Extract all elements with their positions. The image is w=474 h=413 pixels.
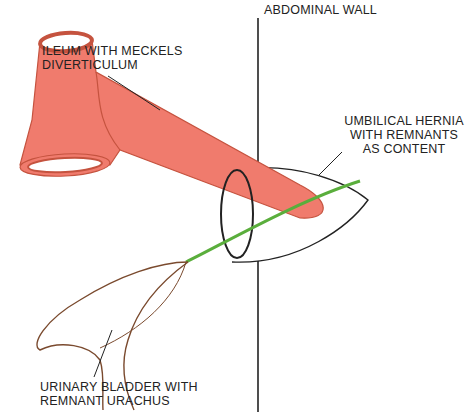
ileum-opening xyxy=(19,152,110,179)
leader-line xyxy=(94,330,112,377)
leader-line xyxy=(318,152,342,176)
ileum-fold xyxy=(96,72,120,150)
ileum-tube xyxy=(20,40,323,218)
urachus xyxy=(186,181,360,262)
umbilical-ring xyxy=(221,170,253,258)
hernia-label: UMBILICAL HERNIA WITH REMNANTS AS CONTEN… xyxy=(340,114,468,156)
ileum-opening xyxy=(28,156,103,174)
bladder-fold xyxy=(100,262,186,348)
wall-label: ABDOMINAL WALL xyxy=(264,3,464,17)
bladder-label: URINARY BLADDER WITH REMNANT URACHUS xyxy=(40,380,240,408)
leader-line xyxy=(108,76,160,110)
ileum-label: ILEUM WITH MECKELS DIVERTICULUM xyxy=(42,44,217,72)
